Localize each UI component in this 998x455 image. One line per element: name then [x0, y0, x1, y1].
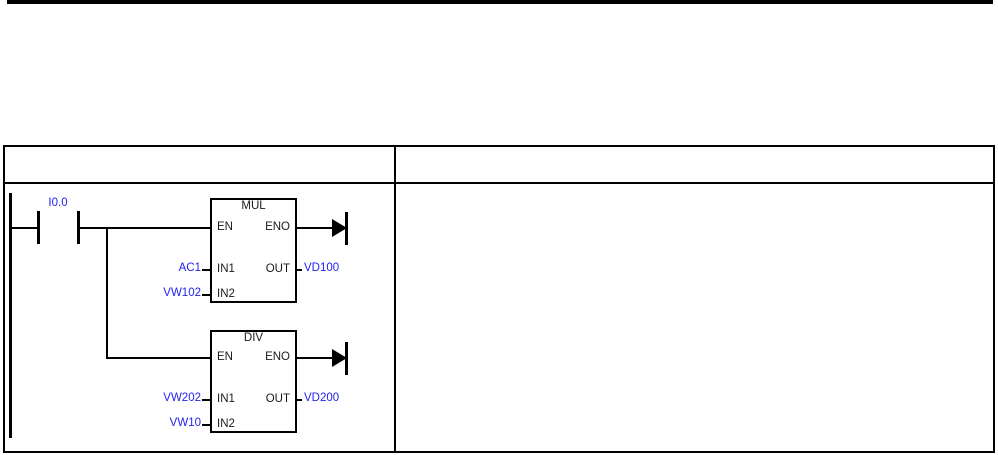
- mul-out-operand: VD100: [304, 262, 340, 274]
- div-terminator-bar: [345, 342, 348, 375]
- wire-rail-to-contact: [9, 227, 38, 229]
- mul-pin-in1: IN1: [217, 263, 235, 275]
- mul-function-block: MUL EN ENO IN1 OUT IN2: [210, 198, 297, 303]
- div-pin-out: OUT: [265, 393, 290, 405]
- mul-block-title: MUL: [241, 200, 266, 212]
- table-header-left: [5, 147, 394, 182]
- mul-pin-in2: IN2: [217, 288, 235, 300]
- table-header-right: [396, 147, 993, 182]
- mul-terminator-bar: [345, 212, 348, 245]
- mul-pin-out: OUT: [265, 263, 290, 275]
- table-column-divider: [394, 147, 396, 451]
- div-pin-in2: IN2: [217, 418, 235, 430]
- top-rule: [7, 0, 993, 4]
- mul-arrowhead-icon: [332, 219, 347, 237]
- div-function-block: DIV EN ENO IN1 OUT IN2: [210, 330, 297, 433]
- div-out-operand: VD200: [304, 392, 340, 404]
- div-pin-eno: ENO: [265, 351, 290, 363]
- div-eno-wire: [297, 357, 335, 359]
- div-in2-operand: VW10: [169, 417, 201, 429]
- div-in1-tick: [202, 399, 210, 401]
- mul-in2-operand: VW102: [163, 287, 201, 299]
- div-block-title: DIV: [243, 332, 264, 344]
- div-pin-en: EN: [217, 351, 233, 363]
- mul-in1-operand: AC1: [178, 262, 201, 274]
- contact-bar-left: [37, 211, 40, 244]
- contact-bar-right: [77, 211, 80, 244]
- mul-pin-en: EN: [217, 221, 233, 233]
- mul-out-tick: [297, 269, 302, 271]
- table-header-divider: [5, 182, 993, 184]
- div-arrowhead-icon: [332, 349, 347, 367]
- mul-in2-tick: [202, 294, 210, 296]
- power-rail: [9, 193, 12, 438]
- div-pin-in1: IN1: [217, 393, 235, 405]
- contact-operand-label: I0.0: [48, 197, 68, 209]
- div-out-tick: [297, 399, 302, 401]
- div-in2-tick: [202, 424, 210, 426]
- wire-branch-to-div-en: [106, 357, 210, 359]
- mul-pin-eno: ENO: [265, 221, 290, 233]
- doc-table: [3, 145, 995, 453]
- div-in1-operand: VW202: [163, 392, 201, 404]
- mul-eno-wire: [297, 227, 335, 229]
- branch-wire-vertical: [106, 227, 108, 359]
- mul-in1-tick: [202, 269, 210, 271]
- wire-contact-to-mul-en: [80, 227, 210, 229]
- description-cell: [396, 184, 993, 451]
